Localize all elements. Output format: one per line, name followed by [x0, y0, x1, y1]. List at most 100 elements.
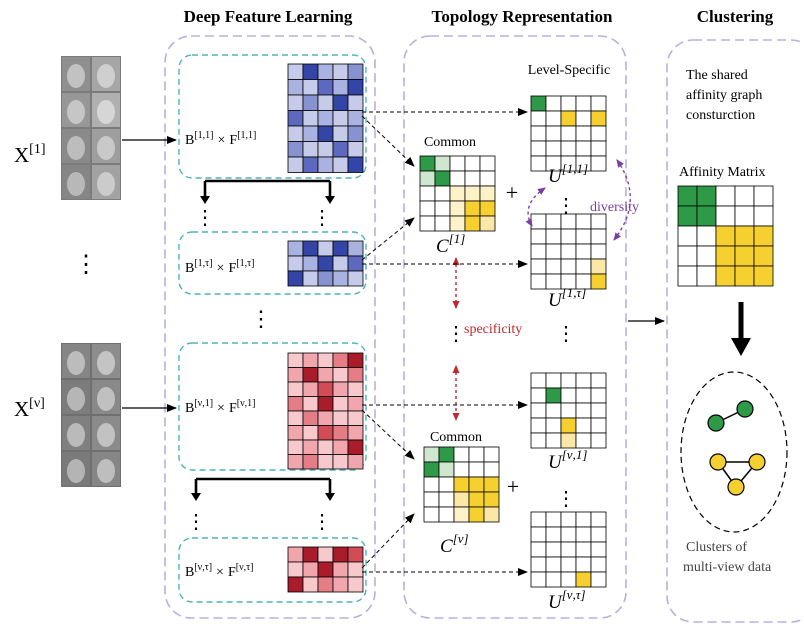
matrix-uvt-cell: [575, 571, 592, 588]
matrix-c1-cell: [419, 170, 436, 187]
matrix-uvt-cell: [545, 556, 562, 573]
heatmap-bvt-cell: [287, 561, 304, 578]
matrix-uv1-cell: [530, 387, 547, 404]
matrix-c1-cell: [449, 185, 466, 202]
diversity-arrow-right: [613, 159, 631, 241]
heatmap-bv1-cell: [287, 410, 304, 426]
matrix-u1t-cell: [545, 228, 562, 245]
matrix-uvt-cell: [530, 526, 547, 543]
matrix-uv1-cell: [590, 387, 607, 404]
level-connector-view1: [200, 179, 335, 204]
matrix-uv1-cell: [560, 387, 577, 404]
heatmap-bv1-cell: [302, 381, 319, 397]
label-uvt: U[ν,τ]: [548, 587, 586, 613]
heatmap-bv1-cell: [287, 367, 304, 383]
label-u1t: U[1,τ]: [548, 285, 586, 311]
affinity-matrix-cell: [677, 265, 698, 287]
matrix-c1-cell: [479, 215, 496, 232]
matrix-c1-cell: [449, 155, 466, 172]
matrix-uv1-cell: [560, 432, 577, 449]
matrix-uv1-cell: [545, 402, 562, 419]
matrix-uvt-cell: [530, 511, 547, 528]
heatmap-bv1-cell: [332, 454, 349, 470]
matrix-u11-cell: [590, 140, 607, 157]
plus-sign-view1: +: [506, 180, 518, 205]
level-connector-viewv: [191, 477, 335, 501]
matrix-uvt-cell: [560, 571, 577, 588]
heatmap-bv1-cell: [287, 454, 304, 470]
affinity-matrix-cell: [734, 185, 755, 207]
matrix-c1-cell: [464, 200, 481, 217]
heatmap-bv1-cell: [302, 396, 319, 412]
matrix-uvt-cell: [590, 526, 607, 543]
clustering-description: The shared affinity graph consturction: [686, 68, 766, 123]
view-1-label: X[1]: [14, 142, 46, 167]
heatmap-b11-cell: [347, 63, 364, 80]
matrix-uv1-cell: [575, 432, 592, 449]
label-u11: U[1,1]: [548, 161, 588, 187]
matrix-uv1-cell: [560, 402, 577, 419]
heatmap-b11-cell: [287, 110, 304, 127]
heatmap-b11-cell: [302, 94, 319, 111]
heatmap-b11-cell: [317, 63, 334, 80]
heatmap-b11-cell: [332, 141, 349, 158]
heatmap-bv1-cell: [317, 410, 334, 426]
matrix-c1-cell: [434, 170, 451, 187]
matrix-cv-cell: [468, 446, 485, 463]
heatmap-bv1-cell: [287, 396, 304, 412]
heatmap-bv1-cell: [317, 381, 334, 397]
matrix-c1-cell: [464, 170, 481, 187]
matrix-uvt-cell: [530, 541, 547, 558]
heatmap-bvt-cell: [317, 561, 334, 578]
affinity-matrix-cell: [734, 265, 755, 287]
heatmap-bvt-cell: [317, 576, 334, 593]
heatmap-bv1-cell: [332, 352, 349, 368]
level-specific-title: Level-Specific: [528, 63, 610, 78]
heatmap-bv1-cell: [332, 410, 349, 426]
matrix-cv-cell: [453, 461, 470, 478]
matrix-c1-cell: [479, 200, 496, 217]
matrix-c1-cell: [449, 170, 466, 187]
heatmap-bv1-cell: [347, 425, 364, 441]
header-clustering: Clustering: [697, 7, 774, 26]
heatmap-bv1-cell: [302, 367, 319, 383]
heatmap-b11-cell: [317, 141, 334, 158]
matrix-uvt-cell: [575, 541, 592, 558]
feature-heatmap-bvt: [287, 546, 364, 593]
heatmap-bv1-cell: [347, 396, 364, 412]
heatmap-bv1-cell: [347, 367, 364, 383]
matrix-u1t-cell: [590, 273, 607, 290]
heatmap-b11-cell: [347, 125, 364, 142]
matrix-uv1-cell: [590, 417, 607, 434]
heatmap-b11-cell: [302, 156, 319, 173]
heatmap-bv1-cell: [317, 367, 334, 383]
matrix-c1-cell: [464, 185, 481, 202]
heatmap-b11-cell: [332, 94, 349, 111]
matrix-u1t-cell: [575, 243, 592, 260]
matrix-u11-cell: [590, 155, 607, 172]
matrix-u11-cell: [560, 140, 577, 157]
affinity-matrix-cell: [734, 245, 755, 267]
heatmap-b11-cell: [287, 63, 304, 80]
affinity-matrix-title: Affinity Matrix: [679, 165, 765, 180]
heatmap-b11-cell: [332, 125, 349, 142]
matrix-c1-cell: [464, 215, 481, 232]
heatmap-bv1-cell: [332, 439, 349, 455]
heatmap-bv1-cell: [302, 352, 319, 368]
heatmap-b11-cell: [287, 141, 304, 158]
affinity-matrix-cell: [753, 205, 774, 227]
heatmap-bv1-cell: [317, 454, 334, 470]
heatmap-bv1-cell: [317, 396, 334, 412]
matrix-uvt-cell: [575, 556, 592, 573]
matrix-cv-cell: [423, 506, 440, 523]
matrix-cv-cell: [438, 506, 455, 523]
heatmap-b1t-cell: [317, 270, 334, 287]
matrix-c1-cell: [419, 155, 436, 172]
matrix-u1t-cell: [575, 258, 592, 275]
matrix-uv1: [530, 372, 607, 449]
matrix-c1-cell: [434, 185, 451, 202]
heatmap-b11-cell: [302, 141, 319, 158]
matrix-uv1-cell: [560, 372, 577, 389]
view-1-face-images: [61, 56, 121, 200]
diversity-label: diversity: [590, 200, 639, 215]
